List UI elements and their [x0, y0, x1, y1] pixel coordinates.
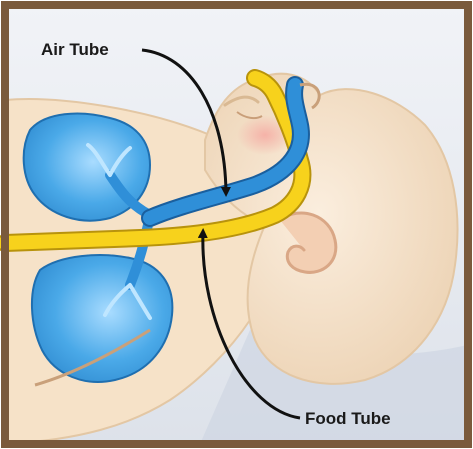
food-tube-label: Food Tube [305, 409, 391, 428]
air-tube-label: Air Tube [41, 40, 109, 59]
